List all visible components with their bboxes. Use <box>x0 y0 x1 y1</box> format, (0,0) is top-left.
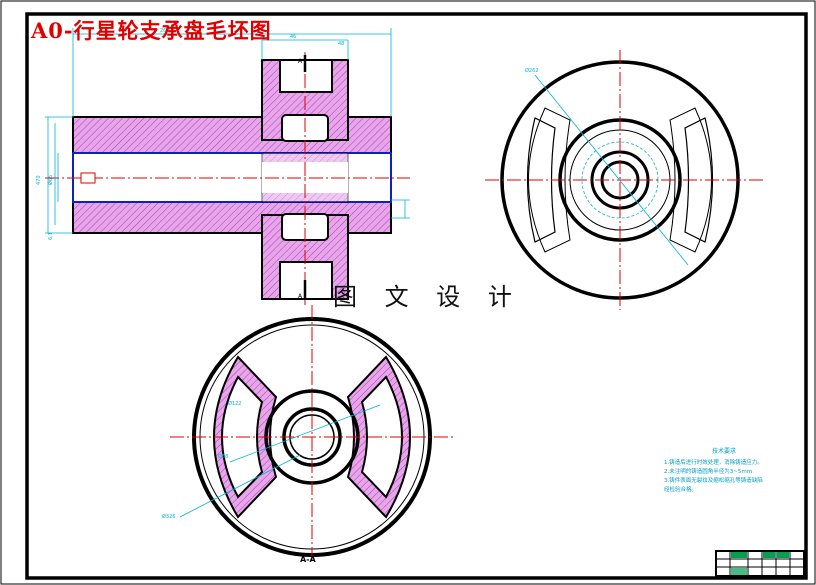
section-view: 260 46 48 470 Ø65 6.1 A A <box>36 28 410 305</box>
tech-requirements: 技术要求 1.铸造后进行时效处理，消除铸造应力。 2.未注明的铸造圆角半径为3~… <box>664 447 784 495</box>
watermark: 图 文 设 计 <box>333 283 522 311</box>
aa-view: Ø122 Ø68 Ø326 A-A <box>162 305 455 564</box>
tech-item: 3.铸件表面无裂纹及缩松缩孔等铸造缺陷 <box>664 478 763 484</box>
dim-aa-1: Ø122 <box>228 400 241 407</box>
tech-item: 1.铸造后进行时效处理，消除铸造应力。 <box>664 460 763 466</box>
tech-heading: 技术要求 <box>711 448 736 455</box>
title-block <box>715 550 805 577</box>
dim-aa-2: Ø68 <box>218 453 228 460</box>
tech-item: 经检验合格。 <box>664 487 698 493</box>
section-mark-top: A <box>298 58 303 65</box>
dim-left-1: 470 <box>36 175 42 185</box>
front-view: Ø262 <box>485 50 765 310</box>
dim-top-1: 260 <box>160 28 170 34</box>
drawing-title: A0-行星轮支承盘毛坯图 <box>31 18 272 43</box>
dim-top-3: 48 <box>338 41 344 47</box>
inner-frame <box>25 12 808 580</box>
aa-label: A-A <box>300 555 317 564</box>
dim-aa-3: Ø326 <box>162 513 175 520</box>
dim-right-dia: Ø262 <box>525 67 538 74</box>
dim-left-2: 6.1 <box>48 232 54 240</box>
dim-top-2: 46 <box>290 34 296 40</box>
dim-left-3: Ø65 <box>47 175 54 185</box>
tech-item: 2.未注明的铸造圆角半径为3~5mm <box>664 469 753 475</box>
section-mark-bottom: A <box>298 293 303 300</box>
